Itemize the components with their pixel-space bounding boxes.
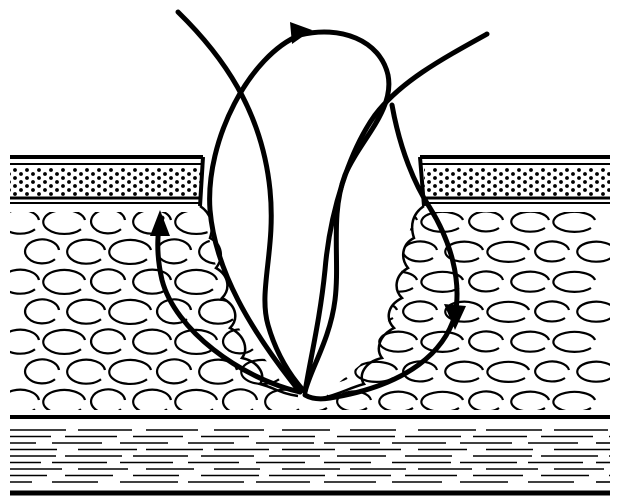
loop-mark [577,242,615,262]
loop-mark [355,302,397,322]
loop-mark [487,362,529,382]
loop-mark [403,241,437,261]
loop-mark [91,389,125,413]
loop-mark [469,331,503,351]
loop-mark [313,362,351,382]
loop-mark [445,362,483,382]
loop-mark [355,242,397,262]
loop-mark [265,270,303,294]
loop-mark [43,210,85,234]
loop-mark [577,362,615,382]
loop-mark [1,390,39,414]
loop-mark [469,211,503,231]
loop-mark [91,209,125,233]
bottom-layer-hatching [10,430,610,482]
loop-mark [469,391,503,411]
loop-mark [1,210,39,234]
loop-mark [43,270,85,294]
loop-mark [25,299,59,323]
loop-mark [43,390,85,414]
loop-mark [511,392,549,412]
loop-mark [577,302,615,322]
loop-mark [511,332,549,352]
loop-mark [67,240,105,264]
loop-mark [289,212,331,232]
loop-mark [1,270,39,294]
loop-mark [67,300,105,324]
flap-paths [158,12,487,399]
loop-mark [157,239,191,263]
loop-mark [175,270,217,294]
loop-mark [109,360,151,384]
loop-mark [157,359,191,383]
loop-mark [379,392,417,412]
loop-mark [25,239,59,263]
top-dotted-layer [10,157,610,206]
loop-mark [337,331,371,351]
loop-mark [175,390,217,414]
loop-mark [223,389,257,413]
loop-mark [487,302,529,322]
flap-right-lower-path [392,105,457,315]
loop-mark [421,392,463,412]
loop-mark [337,211,371,231]
loop-mark [535,301,569,321]
loop-mark [403,301,437,321]
loop-mark [535,241,569,261]
loop-mark [535,361,569,381]
loop-mark [1,330,39,354]
loop-mark [67,360,105,384]
loop-mark [469,271,503,291]
loop-mark [553,212,595,232]
dot-band-left [10,168,200,196]
loop-mark [511,212,549,232]
loop-mark [133,390,171,414]
loop-mark [109,300,151,324]
loop-mark [511,272,549,292]
loop-mark [133,330,171,354]
loop-mark [109,240,151,264]
loop-mark [25,359,59,383]
loop-mark [91,269,125,293]
flap-right-outer-path [305,34,487,392]
loop-mark [241,240,283,264]
loop-mark [223,329,257,353]
loop-mark [553,392,595,412]
loop-mark [91,329,125,353]
bottom-lined-layer [10,417,610,493]
dot-band-right [424,168,610,196]
loop-mark [487,242,529,262]
loop-mark [313,242,351,262]
loop-mark [223,209,257,233]
loop-mark [289,239,323,263]
loop-mark [553,332,595,352]
loop-mark [337,271,371,291]
loop-mark [43,330,85,354]
loop-mark [553,272,595,292]
